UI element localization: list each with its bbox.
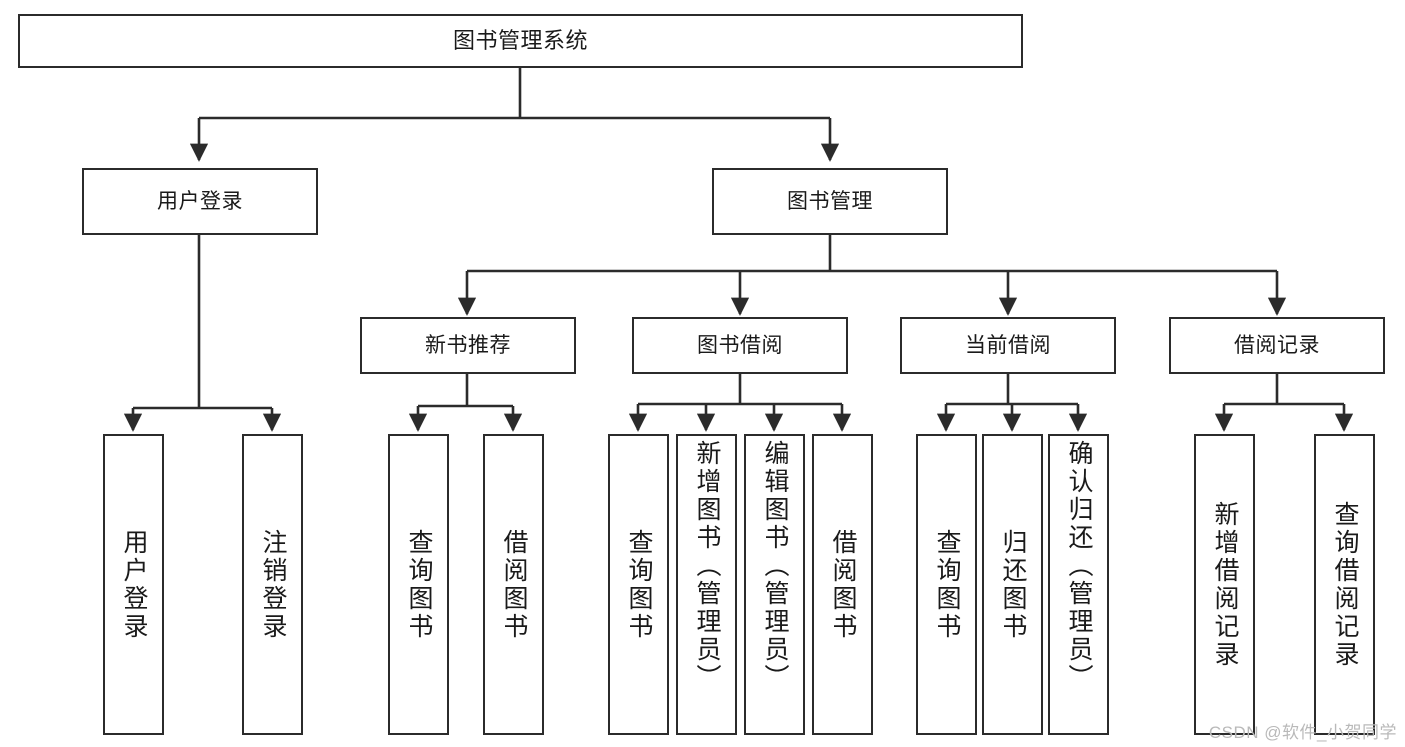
node-user-login[interactable]: 用户登录	[82, 168, 318, 235]
node-label: 用户登录	[157, 189, 243, 213]
node-label: 查询图书	[405, 528, 433, 641]
node-book-borrow[interactable]: 图书借阅	[632, 317, 848, 374]
node-label: 注销登录	[259, 528, 287, 641]
node-label: 借阅图书	[500, 528, 528, 641]
leaf-user-login[interactable]: 用户登录	[103, 434, 164, 735]
node-label: 新增借阅记录	[1211, 500, 1239, 669]
leaf-query-book-borrow[interactable]: 查询图书	[608, 434, 669, 735]
node-label: 查询图书	[933, 528, 961, 641]
node-root-system[interactable]: 图书管理系统	[18, 14, 1023, 68]
leaf-return-book[interactable]: 归还图书	[982, 434, 1043, 735]
leaf-add-borrow-record[interactable]: 新增借阅记录	[1194, 434, 1255, 735]
node-label: 编辑图书（管理员）	[761, 440, 789, 692]
node-label: 当前借阅	[965, 333, 1051, 357]
leaf-borrow-book-recommend[interactable]: 借阅图书	[483, 434, 544, 735]
node-label: 用户登录	[120, 528, 148, 641]
node-label: 新书推荐	[425, 333, 511, 357]
leaf-query-book-current[interactable]: 查询图书	[916, 434, 977, 735]
watermark-csdn: CSDN @软件_小贺同学	[1208, 723, 1397, 742]
node-label: 确认归还（管理员）	[1065, 440, 1093, 692]
leaf-query-borrow-record[interactable]: 查询借阅记录	[1314, 434, 1375, 735]
node-label: 新增图书（管理员）	[693, 440, 721, 692]
node-current-borrow[interactable]: 当前借阅	[900, 317, 1116, 374]
node-borrow-record[interactable]: 借阅记录	[1169, 317, 1385, 374]
node-label: 图书管理系统	[452, 27, 588, 53]
node-label: 借阅图书	[829, 528, 857, 641]
node-book-management[interactable]: 图书管理	[712, 168, 948, 235]
leaf-edit-book-admin[interactable]: 编辑图书（管理员）	[744, 434, 805, 735]
leaf-borrow-book[interactable]: 借阅图书	[812, 434, 873, 735]
node-label: 归还图书	[999, 528, 1027, 641]
node-new-book-recommend[interactable]: 新书推荐	[360, 317, 576, 374]
leaf-confirm-return-admin[interactable]: 确认归还（管理员）	[1048, 434, 1109, 735]
leaf-query-book-recommend[interactable]: 查询图书	[388, 434, 449, 735]
leaf-logout[interactable]: 注销登录	[242, 434, 303, 735]
node-label: 查询借阅记录	[1331, 500, 1359, 669]
node-label: 图书管理	[787, 189, 873, 213]
node-label: 借阅记录	[1234, 333, 1320, 357]
leaf-add-book-admin[interactable]: 新增图书（管理员）	[676, 434, 737, 735]
node-label: 图书借阅	[697, 333, 783, 357]
node-label: 查询图书	[625, 528, 653, 641]
